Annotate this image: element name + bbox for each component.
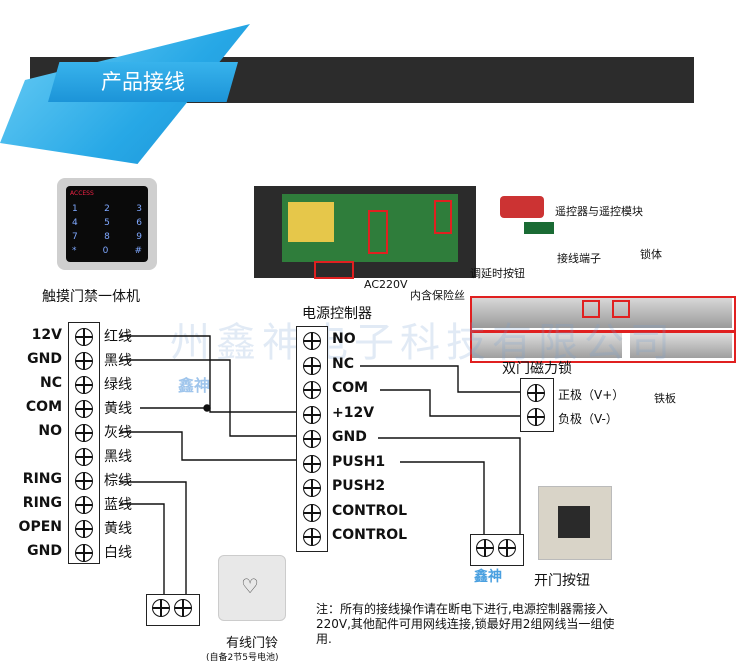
delay-button-highlight [434,200,452,234]
terminal-screw-icon [75,352,93,370]
terminal-screw-icon [75,520,93,538]
remote-module-image [524,222,554,234]
terminal-screw-icon [303,406,321,424]
wire-color-label: 灰线 [104,425,132,441]
controller-terminal-label: CONTROL [332,527,408,543]
wire-color-label: 蓝线 [104,497,132,513]
wiring-note: 注：所有的接线操作请在断电下进行,电源控制器需接入220V,其他配件可用网线连接… [316,602,616,647]
heart-speaker-icon: ♡ [241,574,259,598]
controller-terminal-label: NO [332,331,356,347]
exit-button-core [558,506,590,538]
terminal-screw-icon [174,599,192,617]
terminal-screw-icon [303,528,321,546]
doorbell-image: ♡ [218,555,286,621]
wire-color-label: 黄线 [104,521,132,537]
keypad-terminal-label: NO [38,423,62,439]
wire-color-label: 黑线 [104,353,132,369]
page-title: 产品接线 [48,62,238,102]
watermark: 州鑫神电子科技有限公司 [170,320,676,366]
terminal-screw-icon [75,424,93,442]
keypad-terminal-label: 12V [31,327,62,343]
keypad-terminal-label: OPEN [18,519,62,535]
controller-terminal-label: GND [332,429,367,445]
keypad-terminal-label: GND [27,543,62,559]
fuse-highlight [368,210,388,254]
terminal-screw-icon [303,332,321,350]
negative-label: 负极（V-） [558,412,618,426]
fuse-label: 内含保险丝 [410,289,465,302]
terminal-screw-icon [152,599,170,617]
terminal-screw-icon [303,357,321,375]
terminal-screw-icon [75,544,93,562]
armature-label: 铁板 [654,392,676,405]
terminal-screw-icon [498,539,516,557]
positive-label: 正极（V+） [558,388,625,402]
terminal-screw-icon [75,400,93,418]
keypad-brand: ACCESS [70,190,94,197]
bell-label: 有线门铃 [226,636,279,651]
bell-sub-label: (自备2节5号电池) [206,653,279,663]
controller-terminal-label: PUSH2 [332,478,386,494]
wire-color-label: 黑线 [104,449,132,465]
controller-terminal-label: NC [332,356,354,372]
terminal-screw-icon [303,455,321,473]
remote-label: 遥控器与遥控模块 [555,205,643,218]
note-label: 注： [316,602,341,616]
keypad-terminal-label: RING [22,495,62,511]
keypad-terminal-label: GND [27,351,62,367]
ac-input-highlight [314,261,354,279]
controller-terminal-label: CONTROL [332,503,408,519]
armature-plate [470,332,622,358]
keypad-label: 触摸门禁一体机 [42,289,140,305]
terminal-screw-icon [476,539,494,557]
terminal-highlight [612,300,630,318]
terminal-screw-icon [303,504,321,522]
wire-color-label: 绿线 [104,377,132,393]
logo: 鑫神 [474,569,502,585]
lock-body-label: 锁体 [640,248,662,261]
remote-control-image [500,196,544,218]
controller-label: 电源控制器 [302,306,372,322]
exit-button-label: 开门按钮 [534,573,590,589]
ac-label: AC220V [364,278,408,291]
armature-plate [630,332,732,358]
terminal-screw-icon [527,384,545,402]
terminal-screw-icon [303,479,321,497]
wire-color-label: 白线 [104,545,132,561]
controller-terminal-label: +12V [332,405,375,421]
terminal-screw-icon [75,496,93,514]
wire-color-label: 黄线 [104,401,132,417]
controller-terminal-label: PUSH1 [332,454,386,470]
keypad-terminal-label: RING [22,471,62,487]
lock-label: 双门磁力锁 [502,361,572,377]
terminal-label: 接线端子 [557,252,601,265]
transformer [288,202,334,242]
terminal-screw-icon [75,448,93,466]
terminal-screw-icon [75,376,93,394]
armature-highlight [470,331,736,363]
terminal-highlight [582,300,600,318]
note-text: 所有的接线操作请在断电下进行,电源控制器需接入220V,其他配件可用网线连接,锁… [316,602,615,646]
wire-color-label: 棕线 [104,473,132,489]
keypad-row: *0# [72,246,142,256]
delay-button-label: 调延时按钮 [470,267,525,280]
keypad-terminal-label: NC [40,375,62,391]
terminal-screw-icon [75,328,93,346]
keypad-terminal-label: COM [25,399,62,415]
magnetic-lock-image [470,296,732,328]
terminal-screw-icon [527,408,545,426]
logo: 鑫神 [178,376,211,395]
wire-color-label: 红线 [104,329,132,345]
terminal-screw-icon [75,472,93,490]
controller-terminal-label: COM [332,380,369,396]
terminal-screw-icon [303,381,321,399]
terminal-screw-icon [303,430,321,448]
